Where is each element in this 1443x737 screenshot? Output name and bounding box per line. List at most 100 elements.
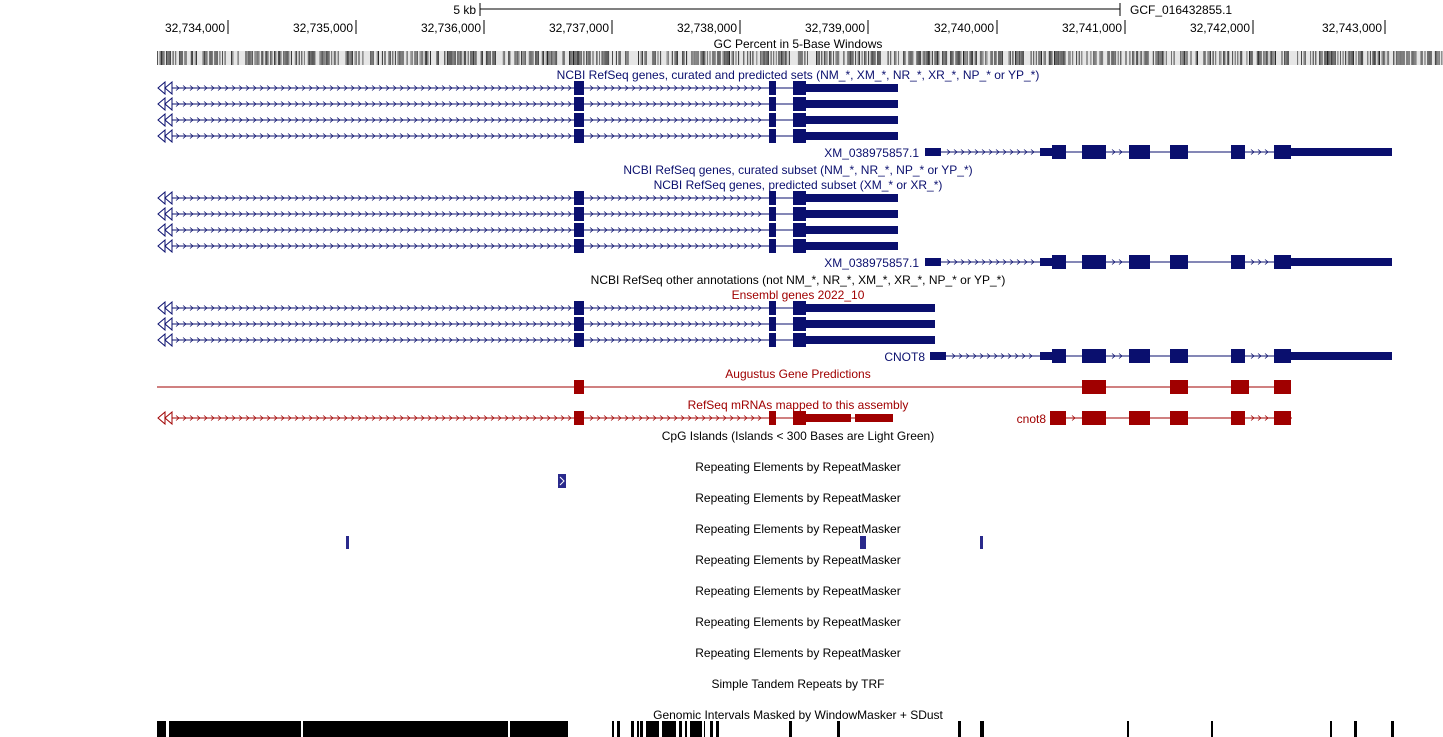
truncation-arrow-icon: [157, 300, 166, 316]
intron-arrow: [645, 305, 650, 311]
track-repeatmasker-3[interactable]: Repeating Elements by RepeatMasker: [346, 522, 983, 549]
gc-bar: [976, 51, 977, 65]
intron-arrow: [217, 133, 222, 139]
intron-arrow: [371, 101, 376, 107]
track-repeatmasker-2[interactable]: Repeating Elements by RepeatMasker: [695, 491, 900, 505]
intron-arrow: [448, 337, 453, 343]
masked-interval: [789, 721, 792, 737]
intron-arrow: [406, 321, 411, 327]
intron-arrow: [1118, 259, 1123, 265]
intron-arrow: [469, 85, 474, 91]
refseq-predicted-gene-models[interactable]: [157, 190, 1392, 269]
ruler-tick-label: 32,735,000: [293, 21, 353, 35]
intron-arrow: [476, 227, 481, 233]
intron-arrow: [343, 227, 348, 233]
intron-arrow: [245, 85, 250, 91]
intron-arrow: [729, 415, 734, 421]
intron-arrow: [434, 305, 439, 311]
gc-bar: [580, 51, 582, 65]
gc-bar: [1160, 51, 1162, 65]
refseq-all-gene-models[interactable]: [157, 80, 1392, 159]
track-windowmasker[interactable]: Genomic Intervals Masked by WindowMasker…: [157, 708, 1394, 737]
gene-label-mrna-cnot8[interactable]: cnot8: [1017, 412, 1047, 426]
gc-bar: [532, 51, 534, 65]
gene-label-xm-1[interactable]: XM_038975857.1: [824, 146, 919, 160]
repeat-element[interactable]: [346, 536, 349, 549]
truncation-arrow-icon: [157, 80, 166, 96]
intron-arrow: [455, 85, 460, 91]
track-repeatmasker-5[interactable]: Repeating Elements by RepeatMasker: [695, 584, 900, 598]
gc-bar: [1411, 51, 1413, 65]
intron-arrow: [610, 117, 615, 123]
track-repeatmasker-1[interactable]: Repeating Elements by RepeatMasker: [558, 460, 901, 488]
gc-bar: [942, 51, 944, 65]
intron-arrow: [539, 101, 544, 107]
gc-bar: [1412, 51, 1414, 65]
intron-arrow: [511, 85, 516, 91]
intron-arrow: [757, 337, 762, 343]
track-repeatmasker-7[interactable]: Repeating Elements by RepeatMasker: [695, 646, 900, 660]
gc-bar: [313, 51, 314, 65]
track-refseq-other[interactable]: NCBI RefSeq other annotations (not NM_*,…: [591, 273, 1006, 287]
track-simple-repeats[interactable]: Simple Tandem Repeats by TRF: [712, 677, 885, 691]
track-gc-percent[interactable]: GC Percent in 5-Base Windows: [157, 37, 1443, 65]
intron-arrow: [743, 101, 748, 107]
repeat-element[interactable]: [980, 536, 983, 549]
track-repeatmasker-6[interactable]: Repeating Elements by RepeatMasker: [695, 615, 900, 629]
intron-arrow: [589, 321, 594, 327]
intron-arrow: [631, 415, 636, 421]
intron-arrow: [294, 101, 299, 107]
ensembl-gene-models[interactable]: [157, 300, 1392, 363]
intron-arrow: [750, 195, 755, 201]
gc-bar: [1251, 51, 1253, 65]
refseq-mrna-alignment[interactable]: [157, 410, 1292, 426]
track-refseq-all[interactable]: NCBI RefSeq genes, curated and predicted…: [157, 68, 1392, 160]
track-refseq-predicted[interactable]: NCBI RefSeq genes, predicted subset (XM_…: [157, 178, 1392, 270]
gc-bar: [419, 51, 421, 65]
repeat-element[interactable]: [860, 536, 866, 549]
intron-arrow: [694, 243, 699, 249]
masked-interval: [1127, 721, 1129, 737]
intron-arrow: [441, 321, 446, 327]
track-augustus[interactable]: Augustus Gene Predictions: [157, 367, 1291, 394]
track-refseq-curated[interactable]: NCBI RefSeq genes, curated subset (NM_*,…: [623, 163, 972, 177]
track-cpg-islands[interactable]: CpG Islands (Islands < 300 Bases are Lig…: [662, 429, 934, 443]
intron-arrow: [659, 321, 664, 327]
augustus-gene-model[interactable]: [157, 380, 1291, 394]
intron-arrow: [413, 101, 418, 107]
intron-arrow: [638, 101, 643, 107]
intron-arrow: [231, 321, 236, 327]
exon-utr: [925, 258, 941, 266]
intron-arrow: [610, 195, 615, 201]
intron-arrow: [659, 133, 664, 139]
repeat-element[interactable]: [558, 474, 566, 488]
track-ensembl[interactable]: Ensembl genes 2022_10 CNOT8: [157, 288, 1392, 364]
intron-arrow: [280, 211, 285, 217]
gc-bar: [287, 51, 288, 65]
gc-bar: [927, 51, 929, 65]
gene-label-cnot8[interactable]: CNOT8: [884, 350, 925, 364]
track-repeatmasker-4[interactable]: Repeating Elements by RepeatMasker: [695, 553, 900, 567]
intron-arrow: [560, 101, 565, 107]
intron-arrow: [434, 101, 439, 107]
intron-arrow: [743, 305, 748, 311]
intron-arrow: [196, 337, 201, 343]
truncation-arrow-icon: [164, 410, 173, 426]
intron-arrow: [196, 305, 201, 311]
intron-arrow: [539, 133, 544, 139]
intron-arrow: [960, 149, 965, 155]
intron-arrow: [308, 415, 313, 421]
track-refseq-mrna[interactable]: RefSeq mRNAs mapped to this assembly cno…: [157, 398, 1292, 426]
gc-bar: [1185, 51, 1187, 65]
intron-arrow: [951, 353, 956, 359]
intron-arrow: [743, 321, 748, 327]
intron-arrow: [364, 227, 369, 233]
intron-arrow: [427, 211, 432, 217]
intron-arrow: [301, 321, 306, 327]
intron-arrow: [525, 117, 530, 123]
intron-arrow: [722, 85, 727, 91]
gene-label-xm-2[interactable]: XM_038975857.1: [824, 256, 919, 270]
intron-arrow: [350, 337, 355, 343]
